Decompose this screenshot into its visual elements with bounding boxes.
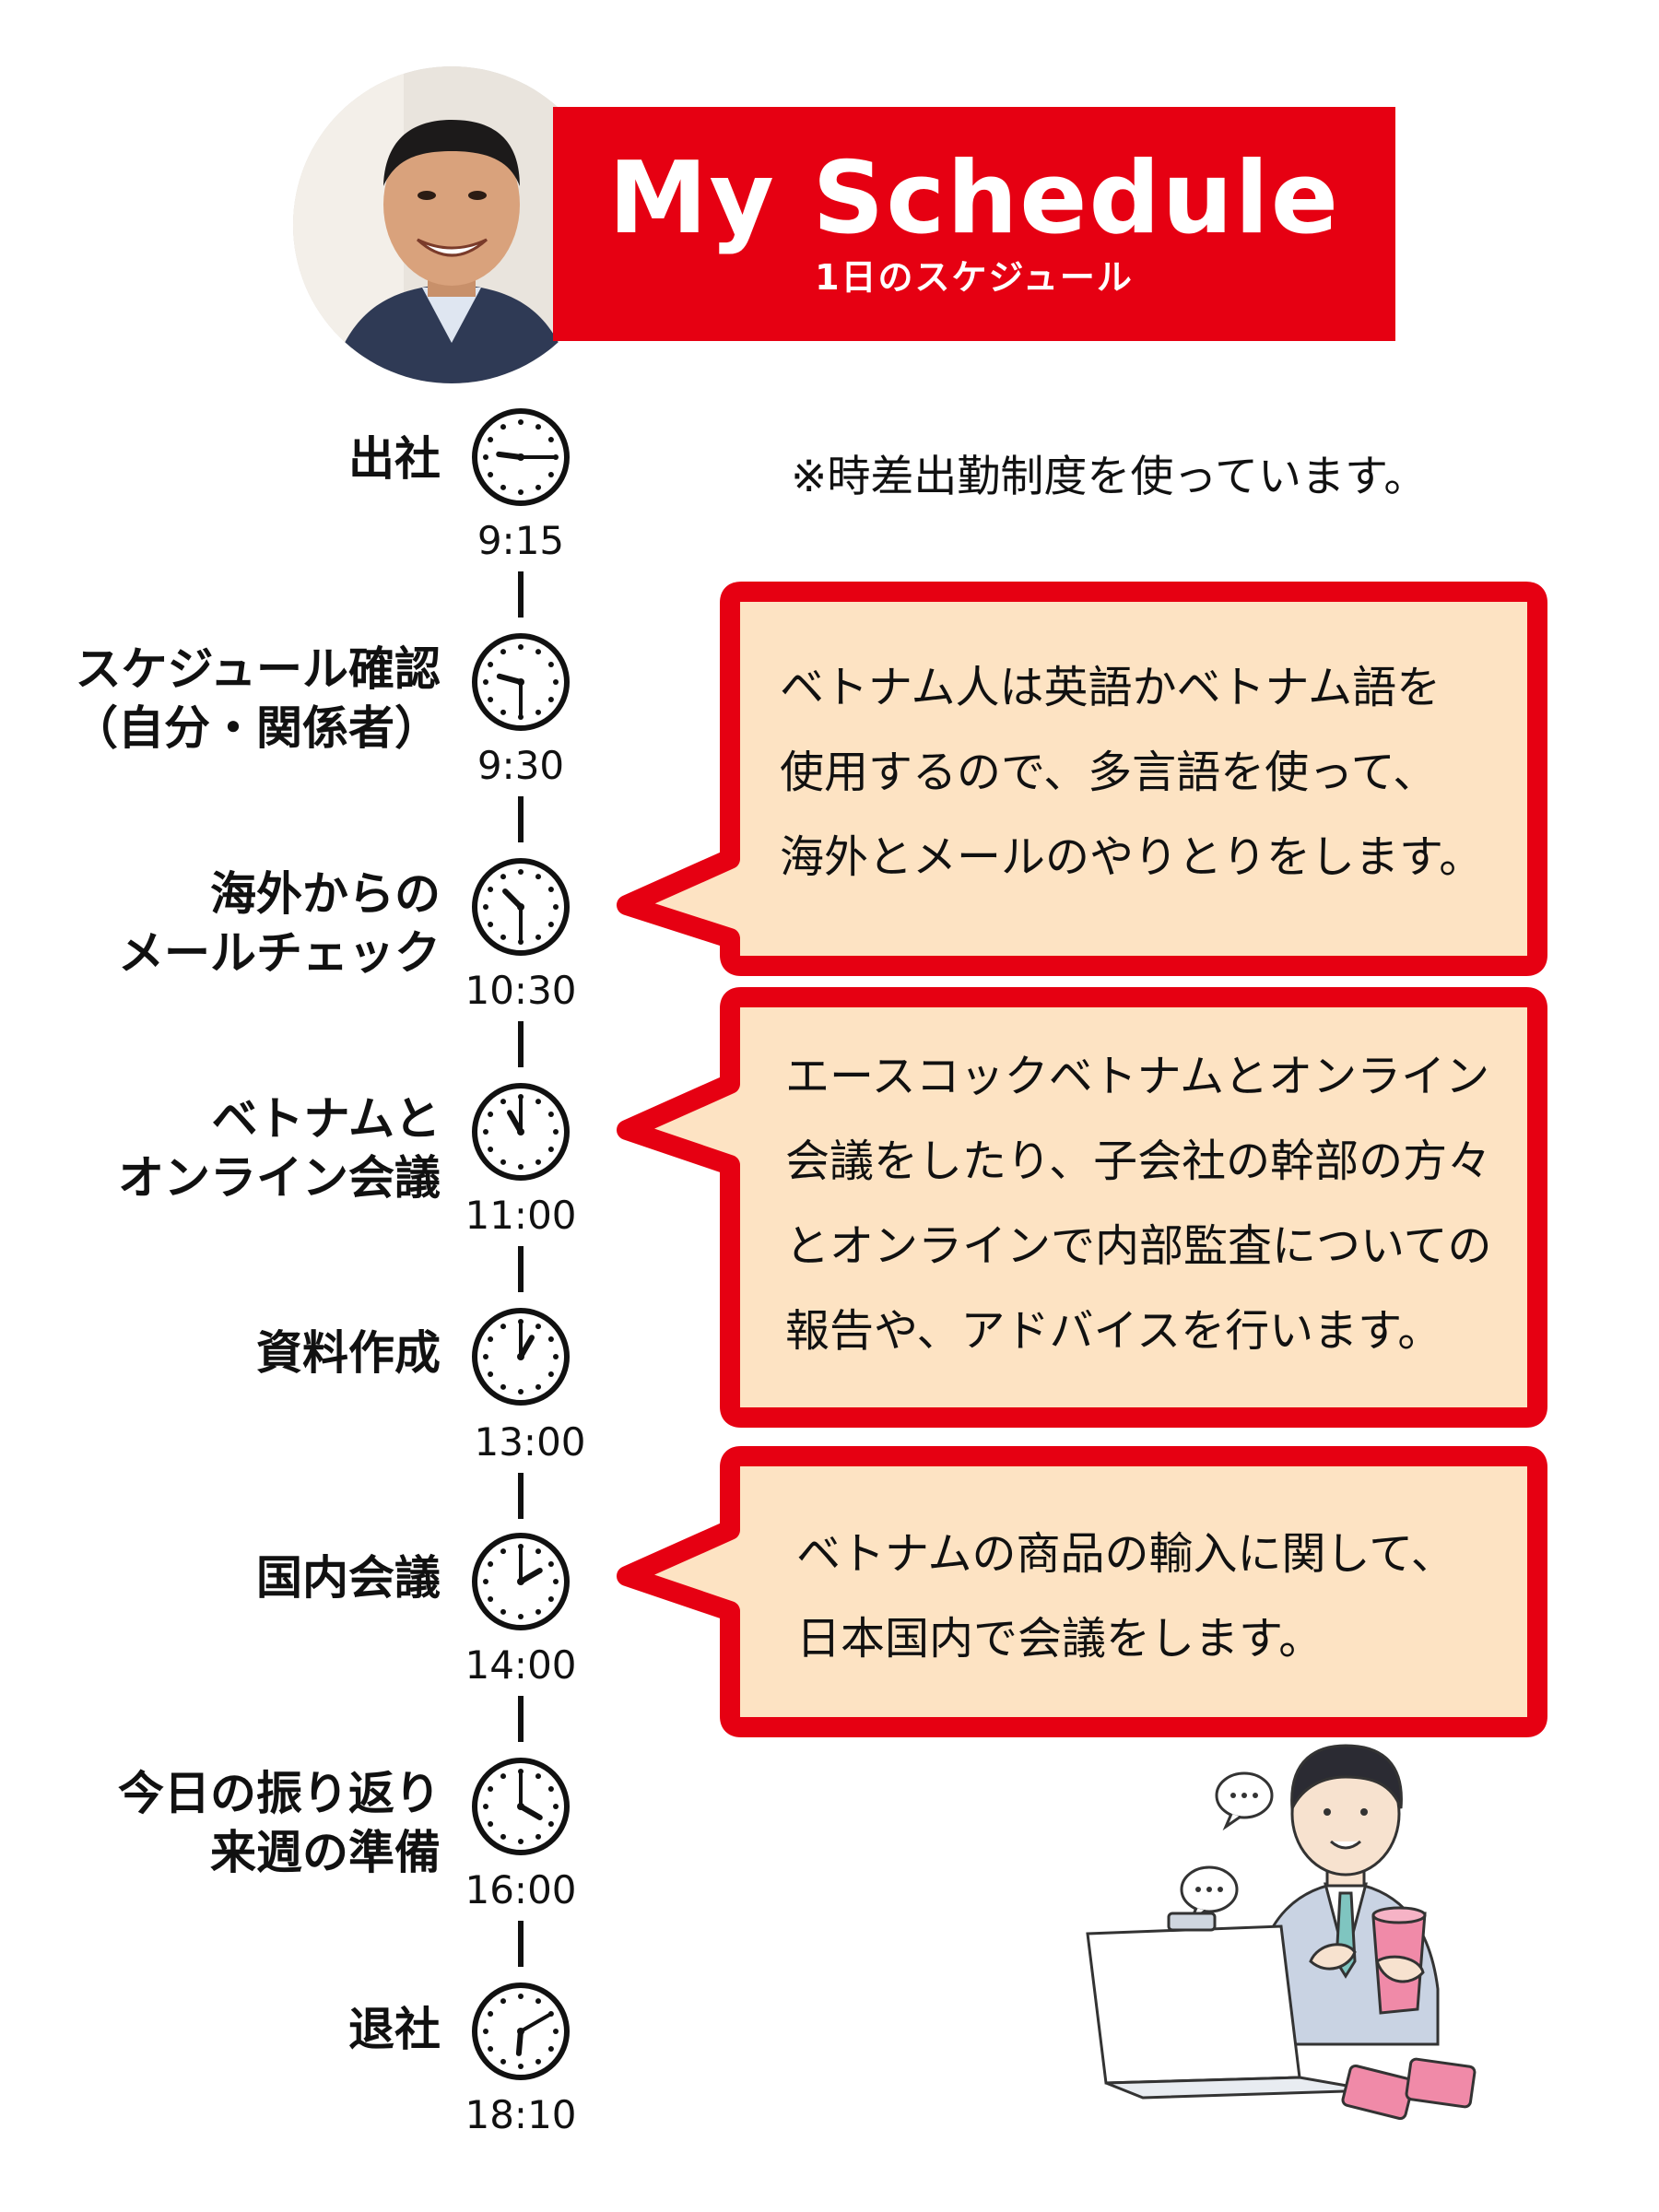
time-label: 14:00 [465,1642,577,1688]
event-label-line: 今日の振り返り [118,1767,441,1820]
page-subtitle: 1日のスケジュール [815,257,1134,298]
time-label: 9:30 [477,743,565,788]
event-label-review: 今日の振り返り 来週の準備 [118,1764,441,1882]
page-title: My Schedule [608,141,1340,256]
speech-bubble-domestic-meeting [617,1446,1547,1737]
event-label-line: オンライン会議 [118,1151,441,1205]
speech-bubble-online-meeting [617,987,1547,1428]
bubble-line: 報告や、アドバイスを行います。 [785,1305,1442,1357]
clock-icon [472,1533,570,1630]
timeline-connector [518,796,524,842]
event-label-line: 来週の準備 [210,1826,441,1879]
event-label-line: メールチェック [118,926,441,980]
event-label-mail-check: 海外からの メールチェック [118,865,441,982]
clock-icon [472,1758,570,1855]
event-label-line: 資料作成 [256,1326,441,1380]
bubble-line: エースコックベトナムとオンライン [785,1051,1490,1102]
businessman-illustration [1086,1744,1477,2121]
timeline-connector [518,1921,524,1967]
bubble-text-mail: ベトナム人は英語かベトナム語を 使用するので、多言語を使って、 海外とメールのや… [780,645,1483,900]
clock-icon [472,858,570,956]
event-label-online-meeting: ベトナムと オンライン会議 [118,1089,441,1207]
timeline-connector [518,1696,524,1742]
clock-icon [472,1308,570,1406]
time-label: 16:00 [465,1867,577,1912]
event-label-domestic-meeting: 国内会議 [256,1548,441,1607]
bubble-line: 海外とメールのやりとりをします。 [780,831,1484,883]
bubble-line: ベトナム人は英語かベトナム語を [780,662,1441,713]
bubble-line: 日本国内で会議をします。 [796,1613,1324,1665]
clock-icon [472,408,570,506]
event-label-arrival: 出社 [348,429,441,488]
event-label-line: 出社 [348,432,441,486]
time-label: 13:00 [474,1419,586,1465]
timeline-connector [518,1021,524,1067]
time-label: 18:10 [465,2092,577,2137]
event-label-line: ベトナムと [211,1092,441,1146]
time-label: 9:15 [477,518,565,563]
header-banner: My Schedule 1日のスケジュール [553,107,1395,341]
bubble-line: 使用するので、多言語を使って、 [780,747,1438,798]
bubble-line: 会議をしたり、子会社の幹部の方々 [785,1135,1492,1187]
timeline-connector [518,1473,524,1519]
clock-icon [472,1983,570,2080]
bubble-line: ベトナムの商品の輸入に関して、 [796,1528,1455,1580]
event-label-schedule-check: スケジュール確認 （自分・関係者） [72,640,441,758]
clock-icon [472,1083,570,1181]
bubble-text-domestic-meeting: ベトナムの商品の輸入に関して、 日本国内で会議をします。 [796,1512,1455,1681]
speech-bubble-icon [1215,1771,1274,1831]
event-label-line: スケジュール確認 [75,642,441,696]
note-text: ※時差出勤制度を使っています。 [791,452,1428,502]
event-label-leave: 退社 [348,2000,441,2059]
clock-icon [472,633,570,731]
timeline-connector [518,571,524,618]
event-label-line: 海外からの [210,867,441,921]
time-label: 11:00 [465,1193,577,1238]
bubble-text-online-meeting: エースコックベトナムとオンライン 会議をしたり、子会社の幹部の方々 とオンライン… [785,1034,1492,1373]
time-label: 10:30 [465,968,577,1013]
event-label-line: 国内会議 [256,1551,441,1605]
event-label-line: （自分・関係者） [72,701,441,755]
timeline-connector [518,1246,524,1292]
event-label-documents: 資料作成 [256,1324,441,1382]
speech-bubble-mail [617,582,1547,976]
event-label-line: 退社 [348,2003,441,2056]
bubble-line: とオンラインで内部監査についての [785,1220,1492,1272]
